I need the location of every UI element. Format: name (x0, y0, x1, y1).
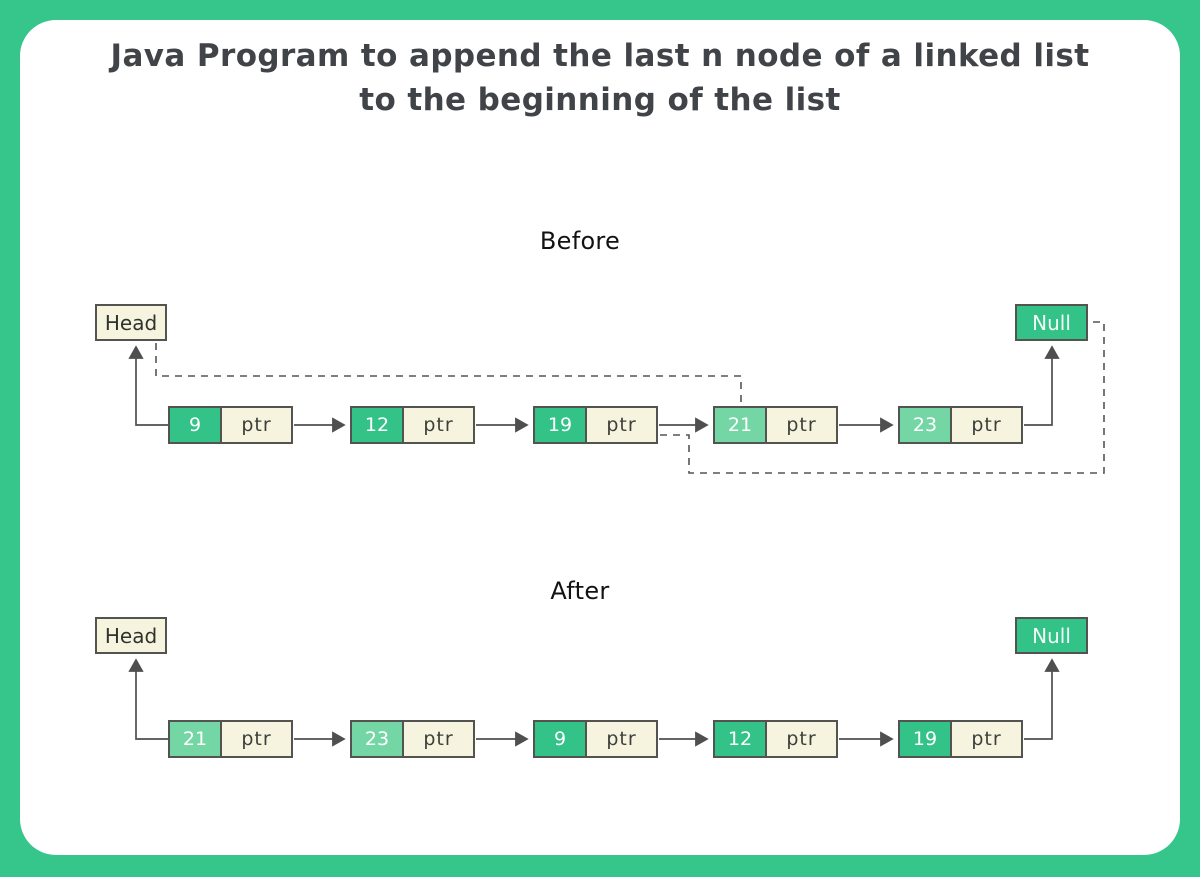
before-node-21-value: 21 (715, 408, 767, 442)
before-null-box: Null (1015, 304, 1088, 341)
before-head-box: Head (95, 304, 167, 341)
before-node-23: 23 ptr (898, 406, 1023, 444)
after-null-text: Null (1032, 623, 1071, 648)
after-null-box: Null (1015, 617, 1088, 654)
after-node-9-ptr: ptr (606, 728, 637, 750)
after-node-21: 21 ptr (168, 720, 293, 758)
after-node-12: 12 ptr (713, 720, 838, 758)
before-node-9-ptr: ptr (241, 414, 272, 436)
after-node-23-ptr: ptr (423, 728, 454, 750)
before-node-12: 12 ptr (350, 406, 475, 444)
after-label: After (550, 577, 610, 605)
before-node-9: 9 ptr (168, 406, 293, 444)
after-node-21-value: 21 (170, 722, 222, 756)
before-head-text: Head (104, 310, 158, 335)
after-node-9-value: 9 (535, 722, 587, 756)
before-node-19-ptr: ptr (606, 414, 637, 436)
before-node-19: 19 ptr (533, 406, 658, 444)
after-node-12-ptr: ptr (786, 728, 817, 750)
page-title-line2: to the beginning of the list (359, 82, 841, 118)
after-head-text: Head (104, 623, 158, 648)
before-node-19-value: 19 (535, 408, 587, 442)
before-node-23-ptr: ptr (971, 414, 1002, 436)
before-node-9-value: 9 (170, 408, 222, 442)
after-node-23-value: 23 (352, 722, 404, 756)
after-node-19: 19 ptr (898, 720, 1023, 758)
before-label: Before (539, 227, 621, 255)
after-node-19-value: 19 (900, 722, 952, 756)
page-title-line1: Java Program to append the last n node o… (110, 38, 1090, 74)
after-node-9: 9 ptr (533, 720, 658, 758)
after-node-21-ptr: ptr (241, 728, 272, 750)
after-node-12-value: 12 (715, 722, 767, 756)
before-node-23-value: 23 (900, 408, 952, 442)
before-null-text: Null (1032, 310, 1071, 335)
after-head-box: Head (95, 617, 167, 654)
before-node-21-ptr: ptr (786, 414, 817, 436)
after-node-23: 23 ptr (350, 720, 475, 758)
before-node-21: 21 ptr (713, 406, 838, 444)
page-title: Java Program to append the last n node o… (0, 34, 1200, 122)
before-node-12-ptr: ptr (423, 414, 454, 436)
before-node-12-value: 12 (352, 408, 404, 442)
after-node-19-ptr: ptr (971, 728, 1002, 750)
